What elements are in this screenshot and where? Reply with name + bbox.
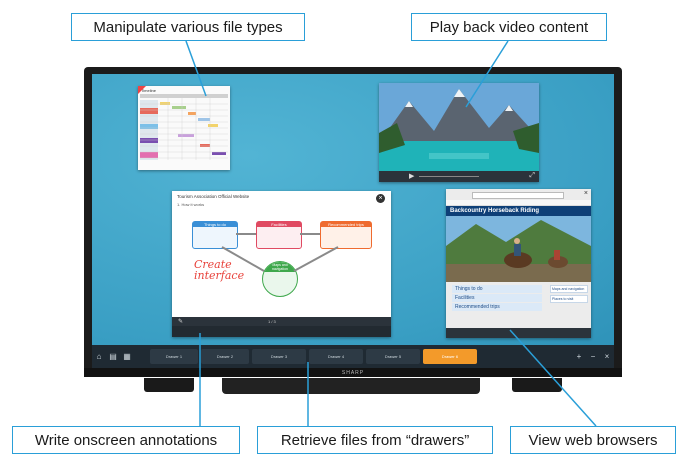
callout-drawers: Retrieve files from “drawers” <box>257 426 493 454</box>
side-link[interactable]: Maps and navigation <box>550 285 588 293</box>
monitor-foot-right <box>512 378 562 392</box>
browser-side-links: Maps and navigation Places to visit <box>550 285 588 303</box>
callout-drawers-text: Retrieve files from “drawers” <box>280 431 470 449</box>
whiteboard-bottom-bar <box>172 326 391 337</box>
drawer-tab-1[interactable]: Drawer 1 <box>150 349 198 364</box>
node-things-label: Things to do <box>193 222 237 227</box>
drawer-tab-5[interactable]: Drawer 5 <box>366 349 420 364</box>
drawer-tab-3[interactable]: Drawer 3 <box>252 349 306 364</box>
page-indicator: 1 / 3 <box>268 319 276 324</box>
browser-close-icon[interactable]: × <box>583 190 588 197</box>
whiteboard-title: Tourism Association Official Website <box>177 194 250 199</box>
home-icon[interactable]: ⌂ <box>96 352 102 361</box>
callout-manipulate-files: Manipulate various file types <box>71 13 305 41</box>
pen-icon[interactable]: ✎ <box>178 319 184 325</box>
browser-banner: Backcountry Horseback Riding <box>446 206 591 216</box>
browser-address-bar[interactable] <box>472 192 564 199</box>
brand-logo: SHARP <box>333 369 373 376</box>
close-icon[interactable]: × <box>604 352 610 361</box>
video-progress-bar[interactable] <box>419 176 479 177</box>
handwriting-line-1: Create <box>194 258 232 271</box>
callout-annotations: Write onscreen annotations <box>12 426 240 454</box>
node-facilities-label: Facilities <box>257 222 301 227</box>
minus-icon[interactable]: − <box>590 352 596 361</box>
whiteboard-subtitle: 1. How it works <box>177 202 205 207</box>
display-screen: Timeline <box>92 74 614 345</box>
callout-web-text: View web browsers <box>528 431 658 449</box>
spreadsheet-title: Timeline <box>141 88 156 93</box>
side-link[interactable]: Places to visit <box>550 295 588 303</box>
node-maps: Maps and navigation <box>262 261 298 297</box>
spreadsheet-window[interactable]: Timeline <box>138 86 230 170</box>
browser-list: Things to do Facilities Recommended trip… <box>452 285 542 311</box>
browser-bottom-bar <box>446 328 591 338</box>
drawer-tab-4[interactable]: Drawer 4 <box>309 349 363 364</box>
drawer-icon[interactable]: ▦ <box>123 352 131 361</box>
handwriting-annotation: Create interface <box>194 259 244 281</box>
plus-icon[interactable]: + <box>576 352 582 361</box>
monitor-foot-left <box>144 378 194 392</box>
drawer-tab-2[interactable]: Drawer 2 <box>201 349 249 364</box>
monitor-stand <box>222 378 480 394</box>
handwriting-line-2: interface <box>194 269 245 282</box>
monitor-bottom-strip <box>84 368 622 377</box>
browser-hero-image <box>446 216 591 282</box>
browser-window[interactable]: × Backcountry Horseback Riding Things to… <box>446 189 591 338</box>
node-recommended-label: Recommended trips <box>321 222 371 227</box>
callout-playback-text: Play back video content <box>429 18 589 36</box>
whiteboard-close-icon[interactable]: × <box>376 194 385 203</box>
callout-annotate-text: Write onscreen annotations <box>34 431 218 449</box>
video-fullscreen-icon[interactable]: ⤢ <box>529 172 535 179</box>
spreadsheet-corner-marker <box>138 86 146 94</box>
node-facilities: Facilities <box>256 221 302 249</box>
list-item[interactable]: Recommended trips <box>452 303 542 311</box>
video-frame-mountain-lake <box>379 83 539 171</box>
node-things-to-do: Things to do <box>192 221 238 249</box>
whiteboard-window[interactable]: Tourism Association Official Website 1. … <box>172 191 391 337</box>
callout-web-browsers: View web browsers <box>510 426 676 454</box>
video-window[interactable]: ▶ ⤢ <box>379 83 539 182</box>
node-recommended: Recommended trips <box>320 221 372 249</box>
spreadsheet-grid <box>140 94 228 160</box>
play-icon[interactable]: ▶ <box>409 173 415 180</box>
file-icon[interactable]: ▤ <box>109 352 117 361</box>
callout-manipulate-text: Manipulate various file types <box>93 18 283 36</box>
browser-nav-bar <box>446 200 591 206</box>
list-item[interactable]: Things to do <box>452 285 542 293</box>
brand-text: SHARP <box>341 369 365 376</box>
taskbar: ⌂ ▤ ▦ Drawer 1 Drawer 2 Drawer 3 Drawer … <box>92 345 614 368</box>
video-controls-bar: ▶ ⤢ <box>379 171 539 182</box>
annotation-toolbar: ✎ 1 / 3 <box>172 317 391 326</box>
callout-play-video: Play back video content <box>411 13 607 41</box>
drawer-tab-6[interactable]: Drawer 6 <box>423 349 477 364</box>
node-maps-label: Maps and navigation <box>263 262 297 272</box>
list-item[interactable]: Facilities <box>452 294 542 302</box>
